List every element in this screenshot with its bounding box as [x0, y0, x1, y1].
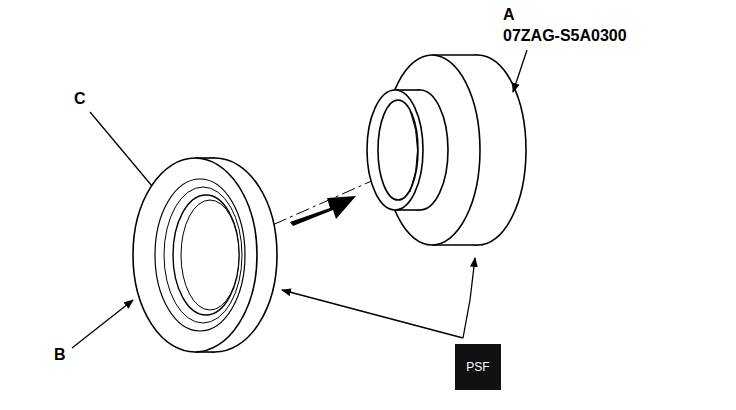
icon-text: PSF: [466, 360, 489, 374]
direction-arrow: [290, 196, 356, 226]
part-letter: A: [503, 6, 515, 24]
part-letter: C: [74, 90, 86, 108]
leader-line: [72, 300, 133, 348]
leader-line: [463, 258, 475, 338]
oil-seal: [133, 158, 277, 352]
leader-line: [90, 112, 152, 186]
seal-driver-tool: [367, 55, 526, 245]
leader-line: [282, 290, 463, 338]
tool-number: 07ZAG-S5A0300: [503, 27, 627, 45]
part-letter: B: [54, 346, 66, 364]
fluid-icon: PSF: [455, 344, 501, 390]
leader-line: [513, 50, 527, 92]
